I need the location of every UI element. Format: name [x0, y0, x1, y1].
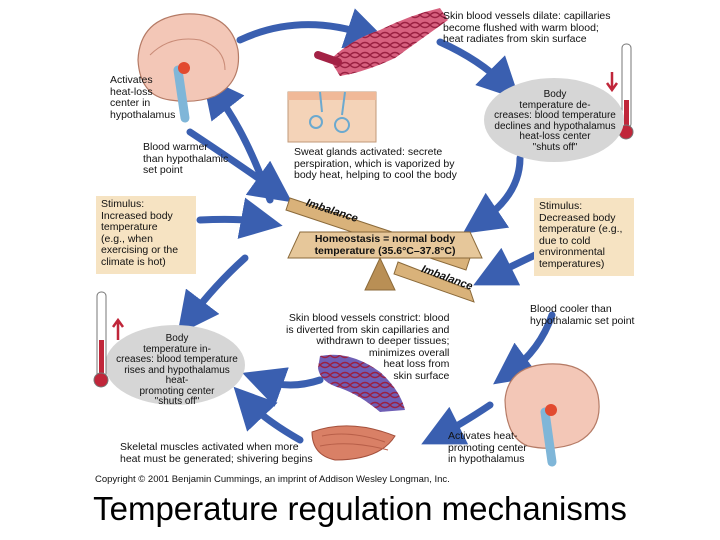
homeostasis-label: Homeostasis = normal body temperature (3…: [314, 233, 456, 257]
caption-title: Temperature regulation mechanisms: [93, 490, 627, 527]
stimulus-increased-box: Stimulus: Increased body temperature (e.…: [96, 196, 196, 274]
thermometer-icon: [605, 43, 634, 140]
sweat-glands-label: Sweat glands activated: secrete perspira…: [294, 146, 457, 181]
capillary-network-icon: [318, 354, 405, 412]
skin-vessels-constrict-label: Skin blood vessels constrict: blood is d…: [286, 312, 450, 382]
capillary-network-icon: [314, 8, 448, 76]
stimulus-decreased-box: Stimulus: Decreased body temperature (e.…: [534, 198, 634, 276]
brain-icon: [137, 13, 240, 123]
body-temp-decrease-ellipse: [484, 78, 624, 162]
body-temp-increase-ellipse: [105, 325, 245, 405]
skin-vessels-dilate-label: Skin blood vessels dilate: capillaries b…: [443, 10, 611, 45]
cycle-arrows: [177, 8, 556, 445]
blood-cooler-label: Blood cooler than hypothalamic set point: [530, 303, 635, 327]
seesaw-icon: [285, 197, 483, 303]
thermoregulation-diagram: [93, 8, 634, 467]
activates-heat-promoting-label: Activates heat- promoting center in hypo…: [448, 430, 527, 465]
muscle-icon: [311, 425, 396, 461]
sweat-gland-icon: [287, 91, 377, 143]
activates-heat-loss-label: Activates heat-loss center in hypothalam…: [110, 74, 176, 121]
body-temp-increases-label: Body temperature in- creases: blood temp…: [116, 333, 238, 407]
skeletal-muscles-label: Skeletal muscles activated when more hea…: [120, 441, 313, 465]
blood-warmer-label: Blood warmer than hypothalamic set point: [143, 141, 229, 176]
body-temp-decreases-label: Body temperature de- creases: blood temp…: [494, 89, 616, 153]
thermometer-icon: [93, 291, 125, 388]
brain-icon: [504, 363, 600, 467]
copyright-text: Copyright © 2001 Benjamin Cummings, an i…: [95, 474, 450, 485]
